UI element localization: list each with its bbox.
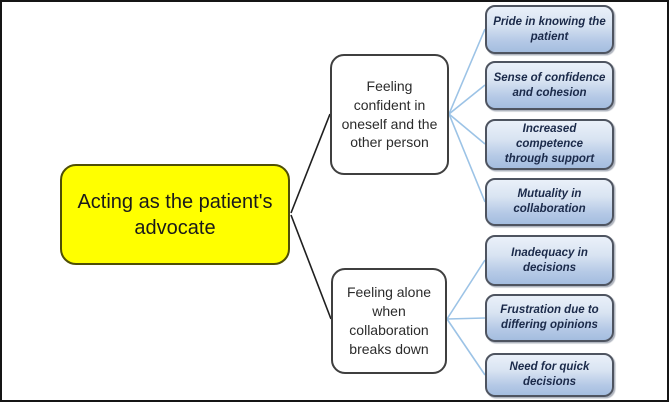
connector-root-branch1 xyxy=(290,113,331,214)
leaf-node-label: Frustration due to differing opinions xyxy=(500,304,599,331)
leaf-node-label: Increased competence through support xyxy=(504,123,595,165)
leaf-node-label: Pride in knowing the patient xyxy=(493,15,606,43)
leaf-node-confidence-cohesion: Sense of confidence and cohesion xyxy=(485,61,614,110)
leaf-node-frustration: Frustration due to differing opinions xyxy=(485,294,614,342)
leaf-node-label: Sense of confidence and cohesion xyxy=(493,71,606,99)
leaf-node-label: Mutuality in collaboration xyxy=(513,188,586,215)
connector-branch1-leaf3 xyxy=(448,113,486,145)
leaf-node-inadequacy: Inadequacy in decisions xyxy=(485,235,614,286)
connector-branch2-leaf6 xyxy=(446,317,486,320)
connector-branch1-leaf1 xyxy=(448,28,486,115)
branch-node-feeling-alone: Feeling alone when collaboration breaks … xyxy=(331,268,447,374)
leaf-node-quick-decisions: Need for quick decisions xyxy=(485,353,614,397)
connector-root-branch2 xyxy=(290,214,332,320)
leaf-node-mutuality: Mutuality in collaboration xyxy=(485,178,614,226)
root-node-label: Acting as the patient's advocate xyxy=(77,190,273,239)
leaf-node-competence-support: Increased competence through support xyxy=(485,119,614,170)
branch-node-label: Feeling confident in oneself and the oth… xyxy=(341,77,438,151)
connector-branch1-leaf4 xyxy=(448,113,486,203)
branch-node-label: Feeling alone when collaboration breaks … xyxy=(346,284,432,357)
connector-branch2-leaf7 xyxy=(446,318,486,376)
leaf-node-label: Need for quick decisions xyxy=(509,361,590,388)
root-node-advocate: Acting as the patient's advocate xyxy=(60,164,290,265)
connector-branch1-leaf2 xyxy=(448,84,486,115)
branch-node-feeling-confident: Feeling confident in oneself and the oth… xyxy=(330,54,449,175)
leaf-node-pride: Pride in knowing the patient xyxy=(485,5,614,54)
connector-branch2-leaf5 xyxy=(446,259,486,320)
leaf-node-label: Inadequacy in decisions xyxy=(511,246,588,274)
